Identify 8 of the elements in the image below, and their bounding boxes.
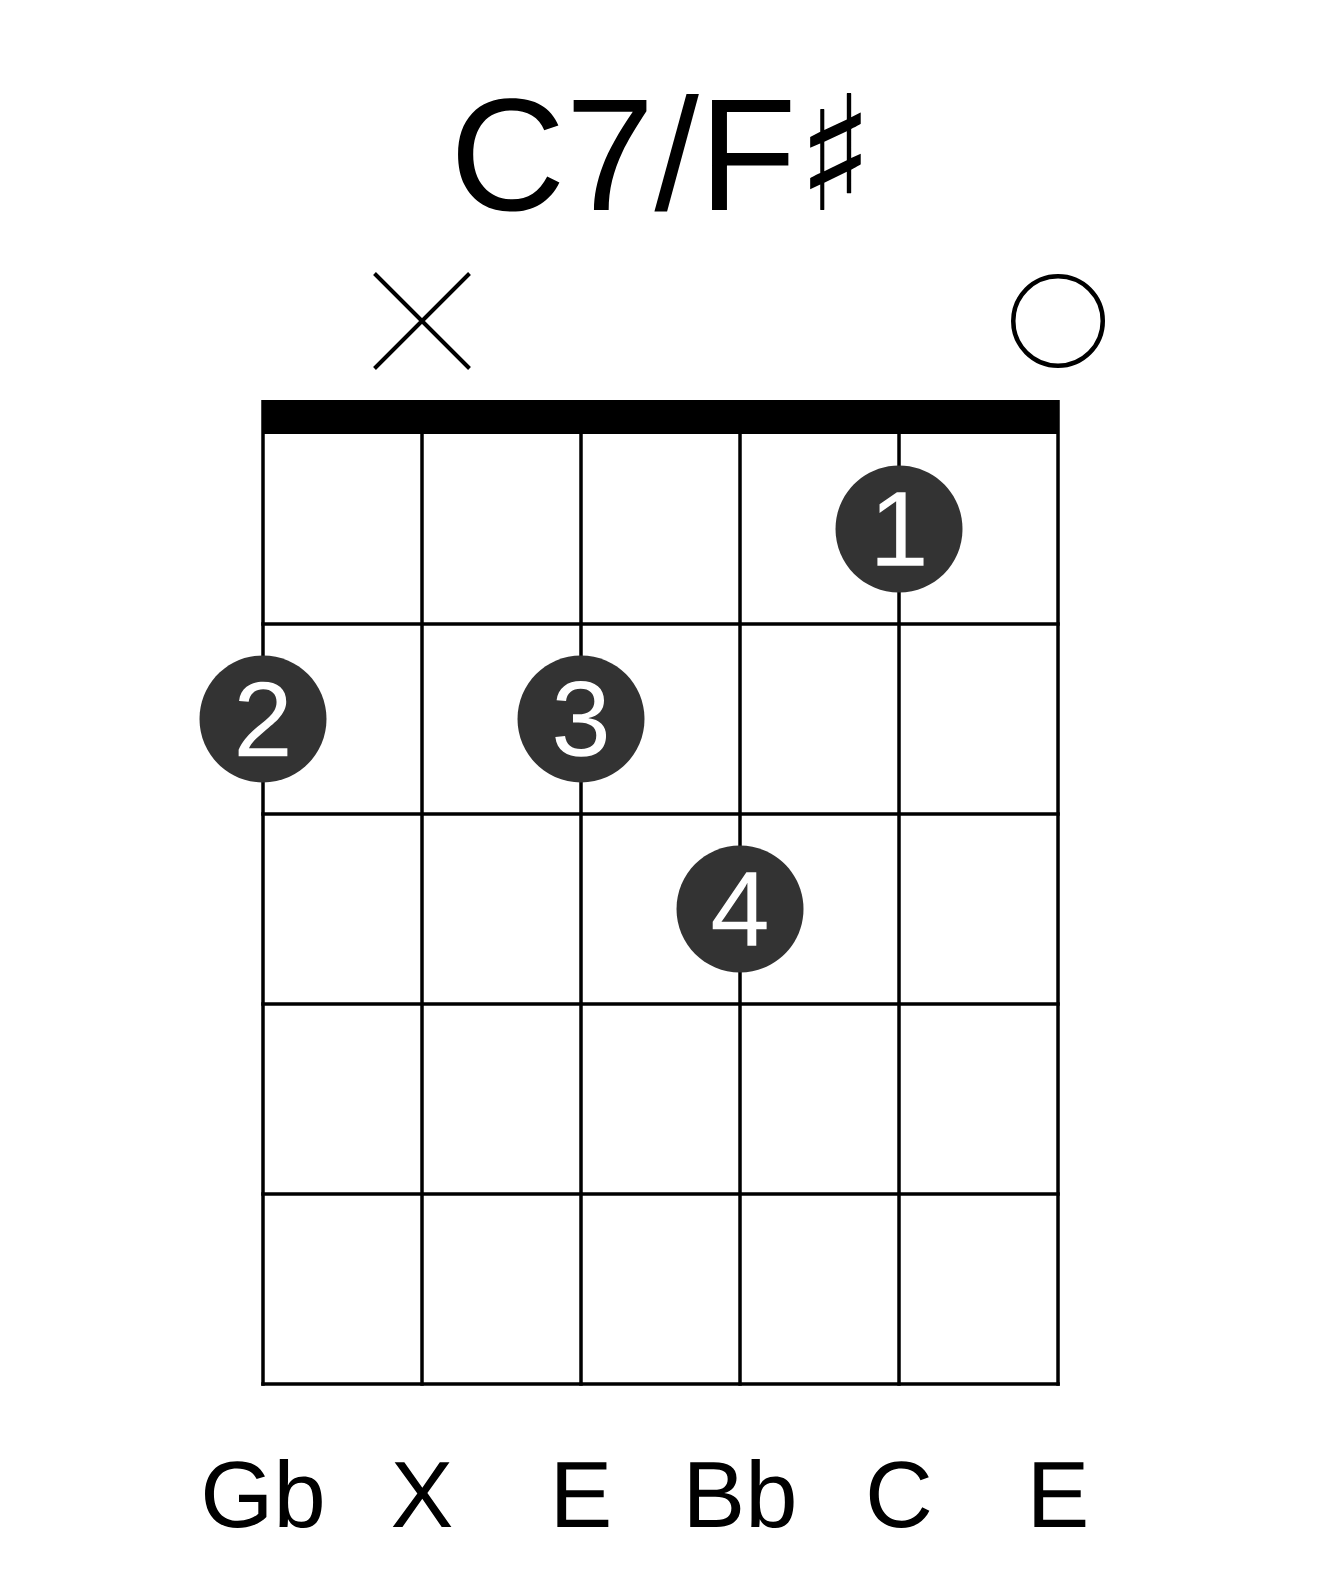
string-note-label: C	[869, 1461, 930, 1528]
chord-title: C7/F♯	[458, 93, 861, 212]
string-note-label: X	[392, 1462, 452, 1527]
open-string-circle	[1011, 274, 1105, 368]
string-note-label: Bb	[690, 1458, 794, 1528]
string-note-label: E	[557, 1462, 609, 1527]
string-note-label: Gb	[205, 1458, 322, 1528]
string-note-label: E	[1034, 1462, 1086, 1527]
